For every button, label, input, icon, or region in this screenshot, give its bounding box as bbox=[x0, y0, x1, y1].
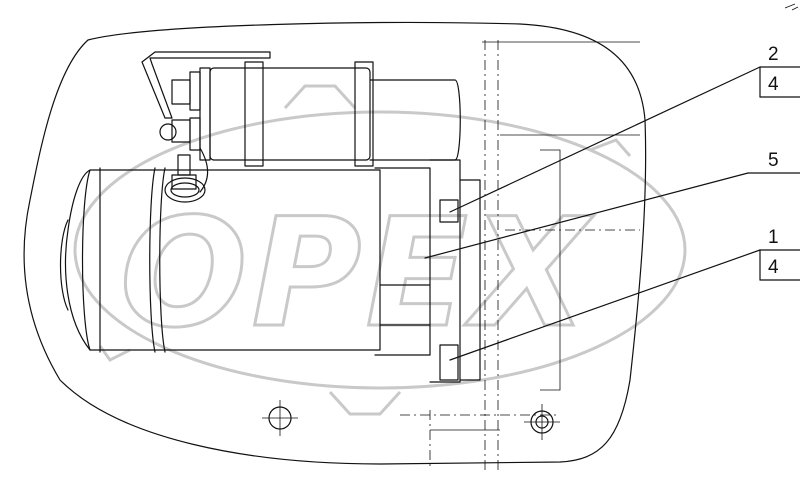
bracket bbox=[141, 51, 271, 119]
callout-2-number: 2 bbox=[768, 44, 779, 65]
mounting-hole-right bbox=[524, 404, 560, 440]
terminal-post bbox=[164, 147, 209, 203]
engine-housing-outline bbox=[23, 21, 647, 465]
callout-5-number: 5 bbox=[768, 150, 779, 171]
corner-mark bbox=[784, 3, 799, 11]
watermark-text: OPEX bbox=[120, 187, 594, 361]
callout-leaders bbox=[424, 66, 800, 361]
solenoid bbox=[159, 61, 461, 167]
callout-1-quantity: 4 bbox=[768, 257, 779, 278]
mounting-hole-left bbox=[262, 400, 298, 436]
mounting-flange bbox=[400, 40, 640, 470]
opex-watermark: OPEX bbox=[73, 84, 687, 416]
callout-2-quantity: 4 bbox=[768, 74, 779, 95]
gear-teeth bbox=[98, 84, 632, 416]
starter-motor-body bbox=[59, 159, 481, 383]
callout-1-number: 1 bbox=[768, 227, 779, 248]
